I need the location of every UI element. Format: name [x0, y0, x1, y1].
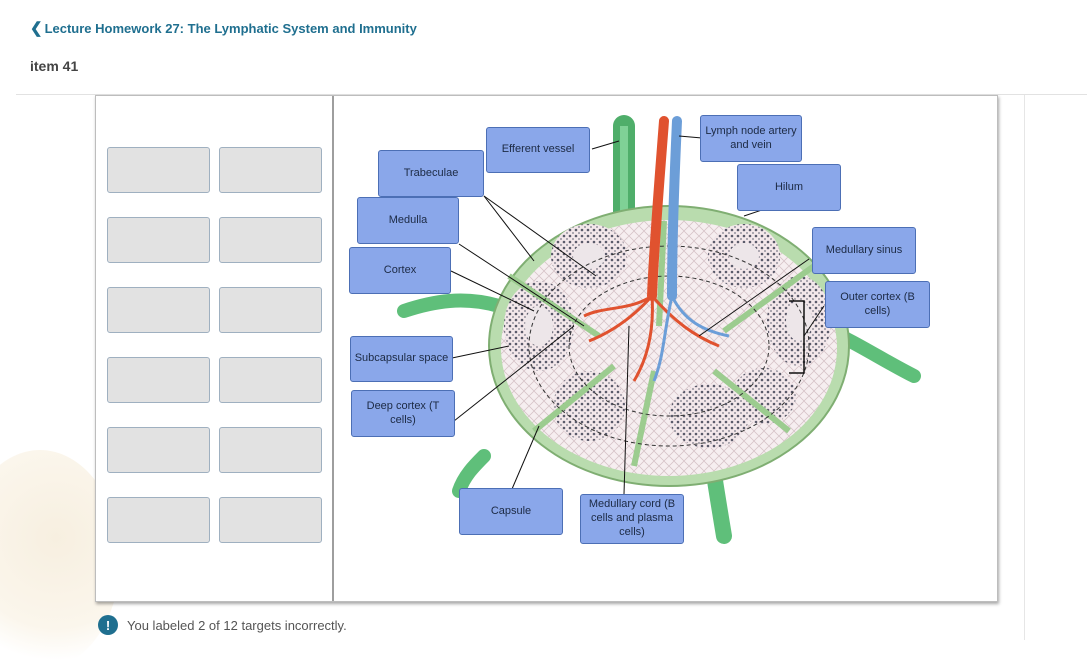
- label-outer-cortex[interactable]: Outer cortex (B cells): [825, 281, 930, 328]
- label-slot[interactable]: [107, 497, 210, 543]
- feedback-text: You labeled 2 of 12 targets incorrectly.: [127, 617, 347, 633]
- label-lymph-node-artery-vein[interactable]: Lymph node artery and vein: [700, 115, 802, 162]
- back-to-assignment-link[interactable]: ❮ Lecture Homework 27: The Lymphatic Sys…: [30, 21, 417, 36]
- label-slot[interactable]: [219, 217, 322, 263]
- label-slot[interactable]: [219, 287, 322, 333]
- label-slot[interactable]: [107, 147, 210, 193]
- labeling-workspace: Efferent vessel Lymph node artery and ve…: [95, 95, 998, 602]
- chevron-left-icon: ❮: [30, 20, 43, 37]
- label-medullary-cord[interactable]: Medullary cord (B cells and plasma cells…: [580, 494, 684, 544]
- label-subcapsular-space[interactable]: Subcapsular space: [350, 336, 453, 382]
- label-slot[interactable]: [107, 217, 210, 263]
- label-bank: [96, 96, 334, 601]
- label-trabeculae[interactable]: Trabeculae: [378, 150, 484, 197]
- back-link-label: Lecture Homework 27: The Lymphatic Syste…: [44, 21, 417, 36]
- label-cortex[interactable]: Cortex: [349, 247, 451, 294]
- divider-vertical: [1024, 95, 1025, 640]
- label-capsule[interactable]: Capsule: [459, 488, 563, 535]
- label-slot[interactable]: [219, 357, 322, 403]
- feedback-message: ! You labeled 2 of 12 targets incorrectl…: [98, 615, 347, 635]
- label-slot[interactable]: [107, 287, 210, 333]
- lymph-node-diagram: Efferent vessel Lymph node artery and ve…: [334, 96, 997, 601]
- label-slot[interactable]: [107, 357, 210, 403]
- exclamation-icon: !: [98, 615, 118, 635]
- label-slot[interactable]: [219, 427, 322, 473]
- label-efferent-vessel[interactable]: Efferent vessel: [486, 127, 590, 173]
- label-deep-cortex[interactable]: Deep cortex (T cells): [351, 390, 455, 437]
- divider: [16, 94, 1087, 95]
- label-slot[interactable]: [219, 147, 322, 193]
- label-medulla[interactable]: Medulla: [357, 197, 459, 244]
- label-slot[interactable]: [219, 497, 322, 543]
- lymph-node-illustration: [397, 115, 921, 544]
- label-medullary-sinus[interactable]: Medullary sinus: [812, 227, 916, 274]
- label-hilum[interactable]: Hilum: [737, 164, 841, 211]
- label-slot[interactable]: [107, 427, 210, 473]
- item-title: item 41: [30, 58, 79, 74]
